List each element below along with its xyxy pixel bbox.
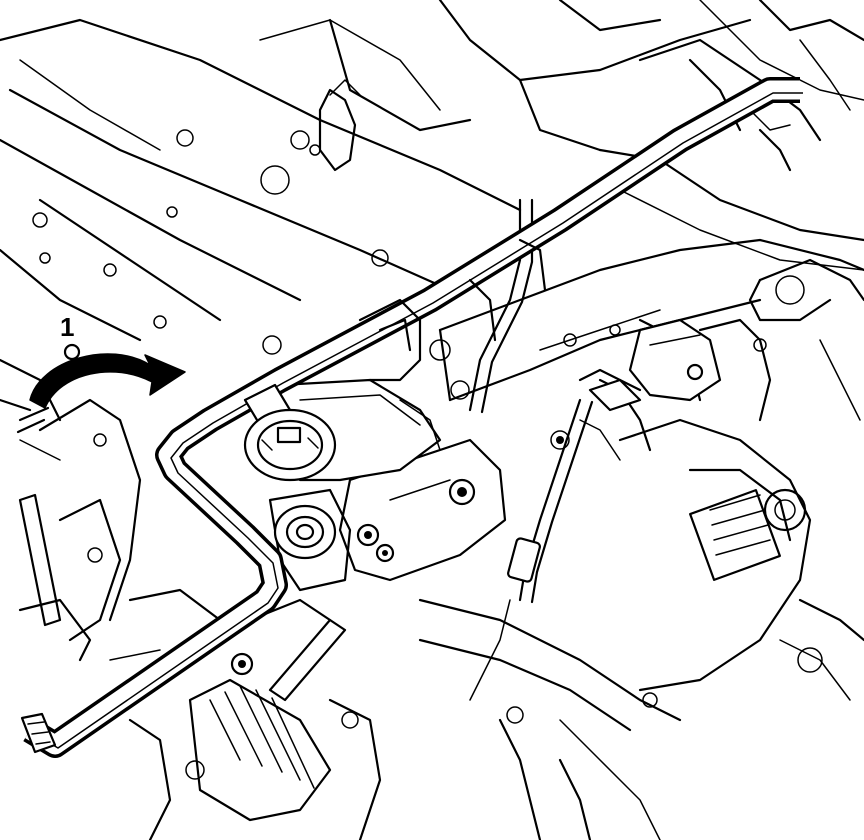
left-suspension (0, 358, 222, 662)
callout-label-1: 1 (60, 312, 74, 342)
stabilizer-bracket (338, 438, 507, 582)
crossmember (438, 238, 864, 461)
misc-components (358, 238, 547, 451)
stabilizer-bar (20, 77, 803, 758)
rotation-arrow-icon (16, 343, 186, 434)
stabilizer-bushing (243, 383, 337, 482)
transmission-housing (618, 258, 864, 701)
lower-control-arm (418, 598, 682, 840)
underbody-structure (0, 0, 864, 355)
axle-boot (128, 598, 382, 840)
stabilizer-right-mount (578, 318, 722, 412)
